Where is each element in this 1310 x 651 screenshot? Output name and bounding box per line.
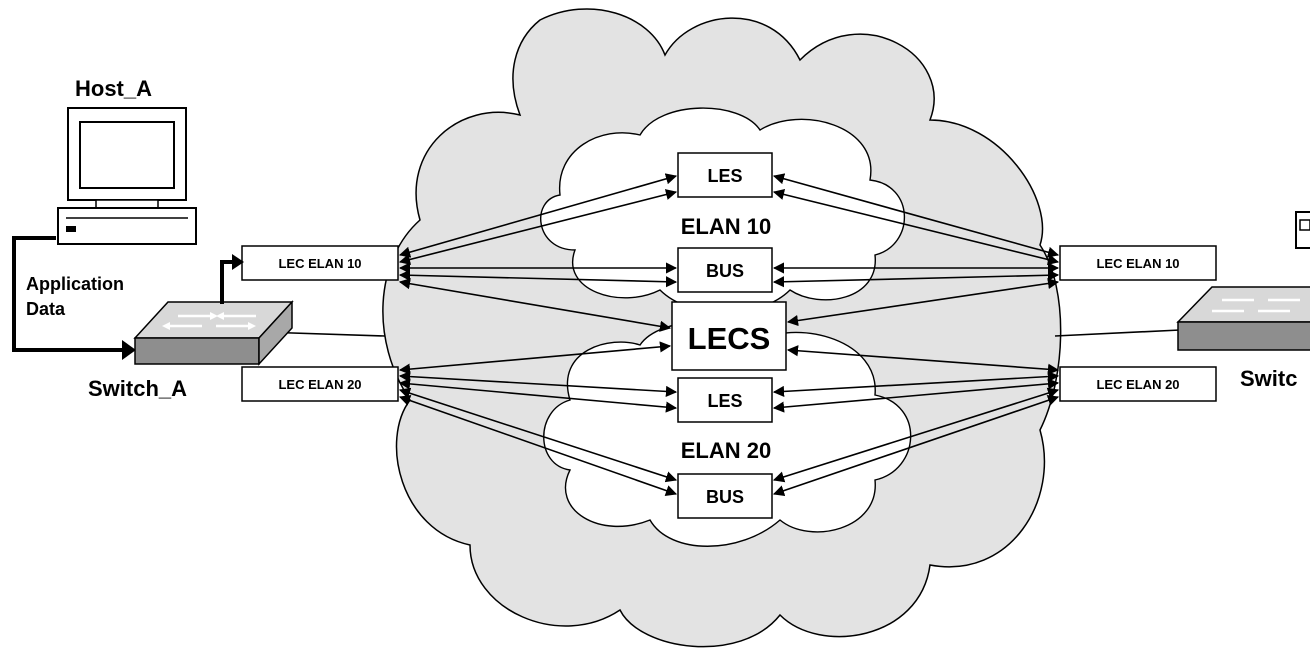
- switch-a-icon[interactable]: [133, 300, 294, 366]
- lecs-label: LECS: [688, 321, 771, 356]
- switch-a-to-lec10-arrow: [220, 260, 234, 304]
- switch-b-label: Switc: [1240, 366, 1297, 391]
- host-a-label: Host_A: [75, 76, 152, 101]
- connections-right-elan20: [772, 345, 1060, 497]
- les-elan10-label: LES: [707, 166, 742, 186]
- bus-elan20-label: BUS: [706, 487, 744, 507]
- bus-elan10-label: BUS: [706, 261, 744, 281]
- application-data-arrow: [12, 236, 136, 360]
- lec-right-elan10-box[interactable]: LEC ELAN 10: [1059, 245, 1217, 281]
- lec-left-elan20-box[interactable]: LEC ELAN 20: [241, 366, 399, 402]
- bus-elan20-box[interactable]: BUS: [677, 473, 773, 519]
- les-elan20-label: LES: [707, 391, 742, 411]
- host-a-computer-icon[interactable]: [57, 107, 197, 245]
- host-b-computer-icon[interactable]: [1295, 211, 1310, 249]
- elan10-title: ELAN 10: [681, 214, 771, 239]
- switch-b-link: [1054, 329, 1181, 337]
- elan20-title: ELAN 20: [681, 438, 771, 463]
- les-elan10-box[interactable]: LES: [677, 152, 773, 198]
- switch-a-label: Switch_A: [88, 376, 187, 401]
- connections-right-elan10: [772, 173, 1060, 327]
- lec-right-elan10-label: LEC ELAN 10: [1096, 256, 1179, 271]
- lec-left-elan10-label: LEC ELAN 10: [278, 256, 361, 271]
- connections-left-elan10: [398, 173, 678, 332]
- connections-left-elan20: [398, 341, 678, 496]
- lec-right-elan20-label: LEC ELAN 20: [1096, 377, 1179, 392]
- data-label-text: Data: [26, 299, 66, 319]
- lec-left-elan20-label: LEC ELAN 20: [278, 377, 361, 392]
- les-elan20-box[interactable]: LES: [677, 377, 773, 423]
- lec-right-elan20-box[interactable]: LEC ELAN 20: [1059, 366, 1217, 402]
- bus-elan10-box[interactable]: BUS: [677, 247, 773, 293]
- switch-b-icon[interactable]: [1176, 286, 1310, 351]
- lecs-box[interactable]: LECS: [671, 301, 787, 371]
- lec-left-elan10-box[interactable]: LEC ELAN 10: [241, 245, 399, 281]
- application-label: Application: [26, 274, 124, 294]
